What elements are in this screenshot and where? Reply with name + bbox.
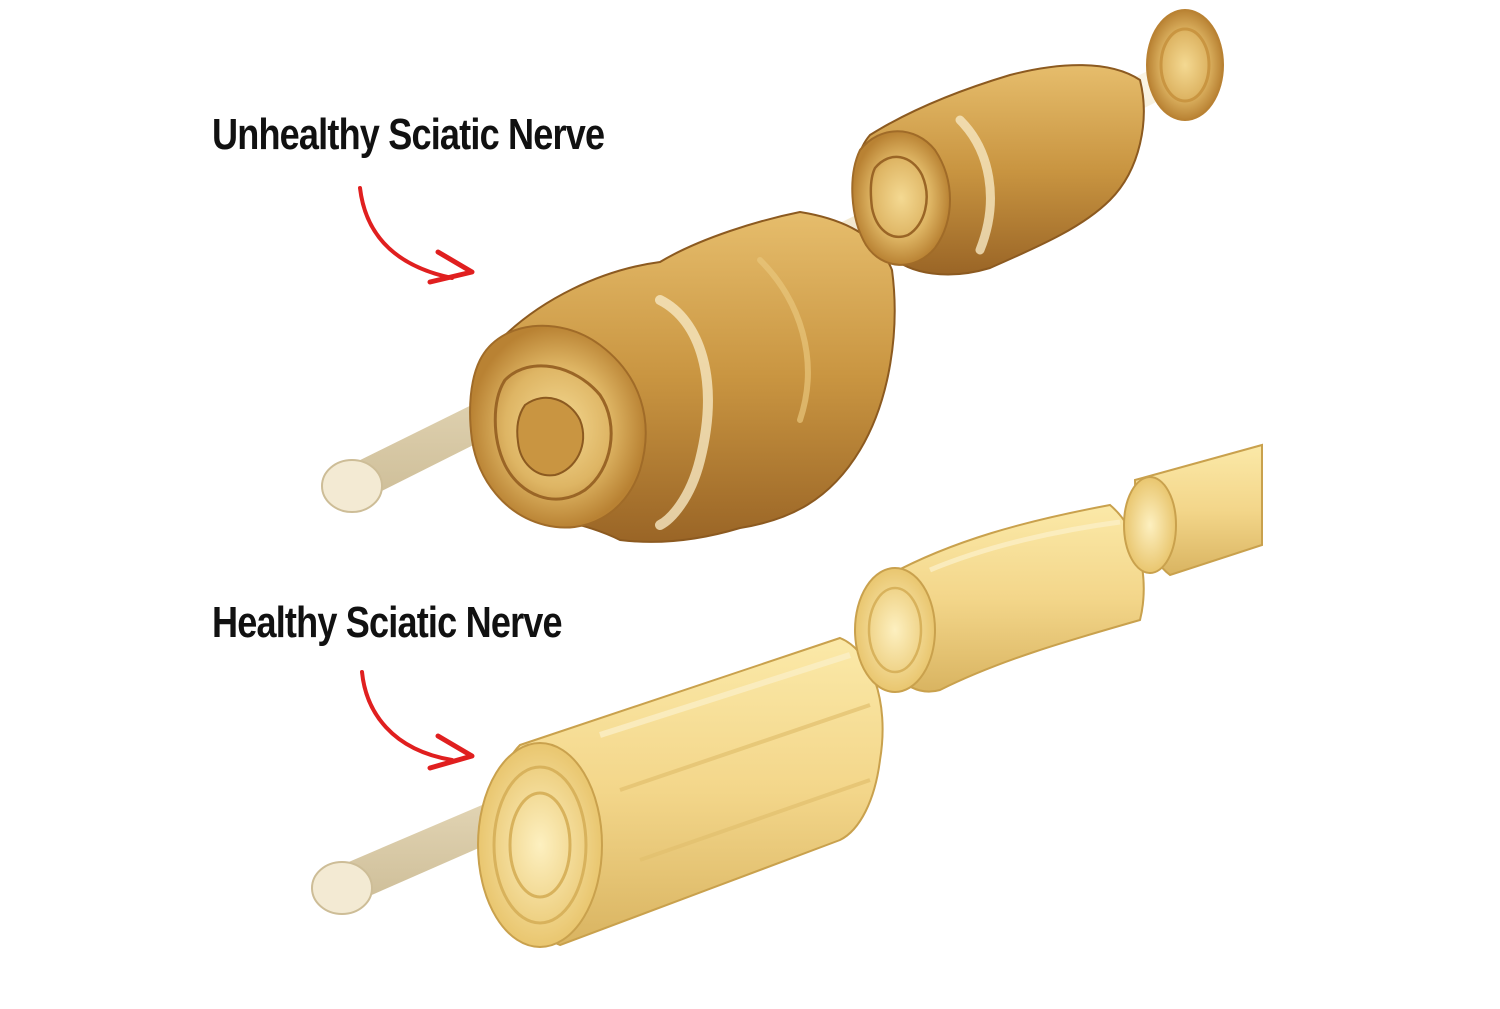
arrow-healthy [360,670,475,771]
unhealthy-nerve-label: Unhealthy Sciatic Nerve [212,110,605,159]
healthy-nerve [311,443,1263,948]
arrow-unhealthy [358,186,475,285]
unhealthy-axon-tip [321,459,383,513]
healthy-axon-tip [311,861,373,915]
unhealthy-nerve [321,9,1224,543]
healthy-myelin-end-mid [854,567,936,693]
unhealthy-myelin-end-small [851,130,951,266]
unhealthy-axon-end-ring [1146,9,1224,121]
healthy-myelin-end-large [477,742,603,948]
healthy-nerve-label: Healthy Sciatic Nerve [212,598,563,647]
